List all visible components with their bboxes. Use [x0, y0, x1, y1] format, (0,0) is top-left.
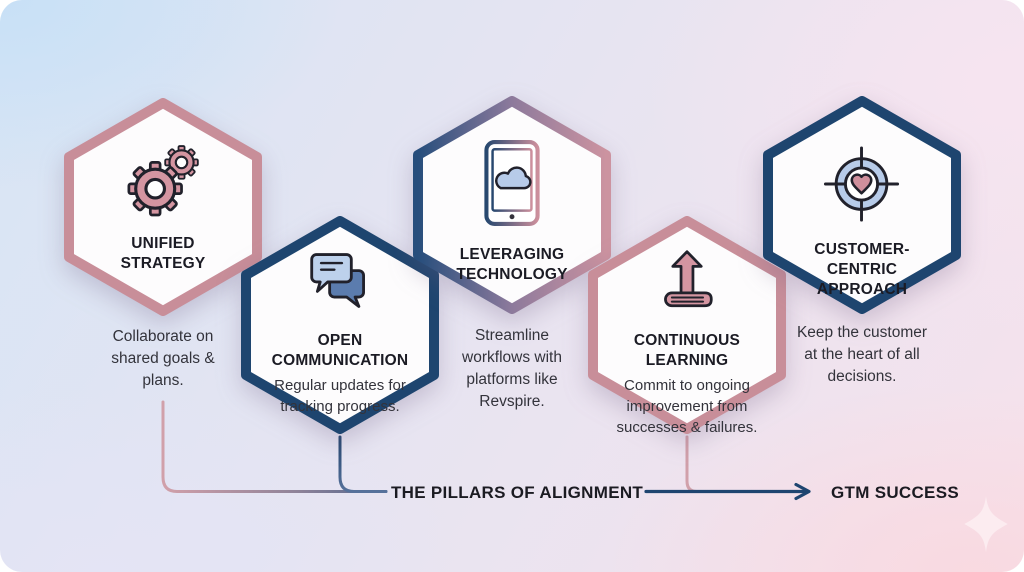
pillars-of-alignment-label: THE PILLARS OF ALIGNMENT [391, 483, 644, 502]
book-arrow-icon [647, 248, 727, 319]
pillar-description: Commit to ongoing improvement from succe… [616, 377, 758, 436]
gtm-success-label: GTM SUCCESS [831, 483, 959, 502]
pillar-title: CUSTOMER-CENTRIC APPROACH [814, 241, 910, 298]
pillar-customer-centric-approach: CUSTOMER-CENTRIC APPROACH [762, 95, 962, 315]
pillar-title: UNIFIED STRATEGY [120, 235, 206, 272]
pillar-description: Keep the customer at the heart of all de… [796, 324, 928, 385]
pillar-title: OPEN COMMUNICATION [271, 332, 409, 369]
pillar-unified-strategy: UNIFIED STRATEGY [63, 97, 263, 317]
pillar-description: Collaborate on shared goals & plans. [111, 328, 215, 389]
hexagon-border [588, 216, 786, 434]
gears-icon [119, 139, 207, 222]
hexagon-border [241, 216, 439, 434]
pillar-open-communication: OPEN COMMUNICATION Regular updates for t… [240, 215, 440, 435]
sparkle-icon [964, 496, 1008, 552]
pillar-leveraging-technology: LEVERAGING TECHNOLOGY [412, 95, 612, 315]
target-heart-icon [820, 145, 904, 228]
tablet-cloud-icon [481, 138, 543, 233]
pillar-continuous-learning: CONTINUOUS LEARNING Commit to ongoing im… [587, 215, 787, 436]
chat-bubbles-icon [301, 248, 379, 319]
pillar-title: CONTINUOUS LEARNING [633, 332, 741, 369]
pillar-description: Regular updates for tracking progress. [274, 377, 406, 415]
pillar-description: Streamline workflows with platforms like… [462, 327, 562, 410]
pillar-title: LEVERAGING TECHNOLOGY [456, 246, 568, 283]
arrow-icon [644, 482, 811, 501]
